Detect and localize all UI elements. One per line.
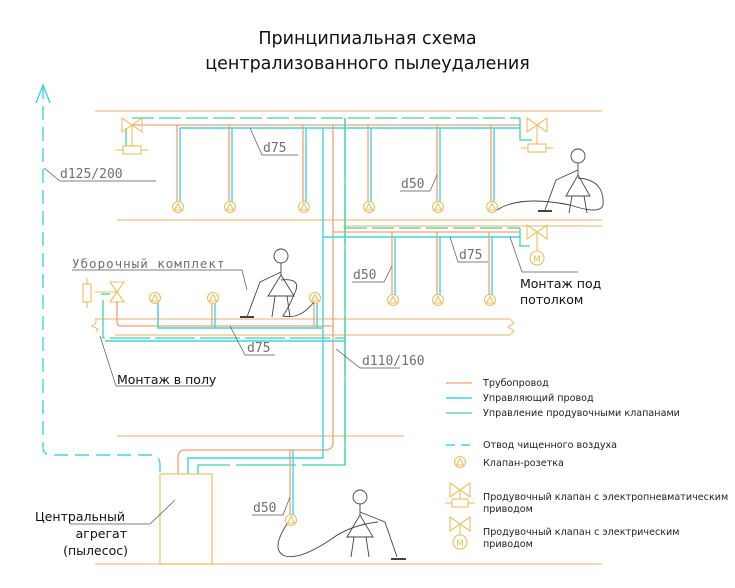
motor-label: M	[533, 255, 541, 265]
label-central-unit: Центральный	[35, 509, 125, 524]
outlet-valve-icon	[453, 455, 467, 469]
label-central-unit-3: (пылесос)	[63, 543, 128, 558]
label-cleaning-kit: Уборочный комплект	[72, 256, 225, 271]
diagram-title-line-2: централизованного пылеудаления	[205, 54, 530, 74]
svg-text:Трубопровод: Трубопровод	[482, 378, 549, 389]
label-d125-200: d125/200	[60, 167, 123, 182]
outlet-valve-icon	[483, 293, 497, 307]
label-ceiling-mount-2: потолком	[520, 292, 583, 307]
label-central-unit-2: агрегат	[76, 526, 127, 541]
svg-text:Клапан-розетка: Клапан-розетка	[483, 458, 564, 469]
svg-text:Продувочный клапан с электропн: Продувочный клапан с электропневматическ…	[483, 492, 728, 503]
outlet-valve-icon	[431, 293, 445, 307]
legend-item-purge-control: Управление продувочными клапанами	[446, 408, 680, 419]
purge-valve-middle-right: M	[526, 224, 548, 266]
person-ground-level	[277, 489, 406, 560]
legend-item-control-wire: Управляющий провод	[446, 393, 594, 404]
person-upper-right	[496, 148, 604, 214]
legend-item-outlet: Клапан-розетка	[453, 455, 564, 469]
floor-break-mark	[90, 319, 99, 333]
outlet-valve-icon	[171, 200, 185, 214]
building-structure	[90, 110, 602, 565]
floor-level-network	[101, 293, 345, 342]
exhaust-air-line	[35, 83, 161, 474]
svg-text:Управление продувочными клапан: Управление продувочными клапанами	[483, 408, 680, 419]
legend-item-exhaust: Отвод чищенного воздуха	[446, 440, 617, 451]
outlet-valve-icon	[386, 293, 400, 307]
outlet-valve-icon	[362, 200, 376, 214]
svg-text:приводом: приводом	[483, 539, 533, 550]
central-unit-box	[159, 473, 213, 565]
label-floor-mount: Монтаж в полу	[117, 372, 217, 387]
middle-floor-slab	[95, 318, 515, 336]
motor-icon	[529, 250, 545, 266]
svg-text:Продувочный клапан с электриче: Продувочный клапан с электрическим	[483, 527, 680, 538]
outlet-valve-icon	[284, 513, 298, 527]
svg-text:M: M	[456, 539, 464, 549]
upper-level-network	[125, 117, 532, 203]
label-d50-mid: d50	[353, 268, 376, 283]
legend-item-electropneumatic-valve: Продувочный клапан с электропневматическ…	[445, 482, 728, 515]
label-d50-top: d50	[401, 177, 424, 192]
outlet-valve-icon	[297, 200, 311, 214]
label-d75-top: d75	[263, 141, 286, 156]
label-d75-mid: d75	[459, 248, 482, 263]
purge-valve-floor	[82, 278, 125, 308]
person-floor-level	[240, 248, 315, 318]
label-d75-floor: d75	[247, 341, 270, 356]
bottom-outlet-line	[289, 450, 294, 515]
outlet-valve-icon	[206, 291, 220, 305]
purge-valve-top-left	[116, 117, 148, 155]
label-d110-160: d110/160	[362, 354, 425, 369]
legend: Трубопровод Управляющий провод Управлени…	[445, 378, 728, 550]
dimension-labels: d125/200 d75 d50 d75 d50 d75 d110/160 d5…	[35, 127, 601, 558]
middle-level-network	[323, 227, 530, 296]
outlet-valve-icon	[431, 200, 445, 214]
purge-valve-top-right	[521, 117, 553, 153]
svg-text:Отвод чищенного воздуха: Отвод чищенного воздуха	[483, 440, 617, 451]
outlet-valve-icon	[308, 291, 322, 305]
motor-icon	[452, 534, 468, 550]
legend-item-electric-valve: M Продувочный клапан с электрическим при…	[449, 516, 680, 550]
outlet-valve-icon	[223, 200, 237, 214]
label-ceiling-mount: Монтаж под	[520, 276, 601, 291]
diagram-title-line-1: Принципиальная схема	[258, 29, 477, 49]
main-risers	[177, 118, 346, 474]
label-d50-bottom: d50	[253, 501, 276, 516]
svg-text:приводом: приводом	[483, 504, 533, 515]
svg-text:Управляющий провод: Управляющий провод	[483, 393, 594, 404]
outlet-valve-icon	[485, 200, 499, 214]
outlet-valve-icon	[148, 291, 162, 305]
legend-item-pipeline: Трубопровод	[446, 378, 549, 389]
